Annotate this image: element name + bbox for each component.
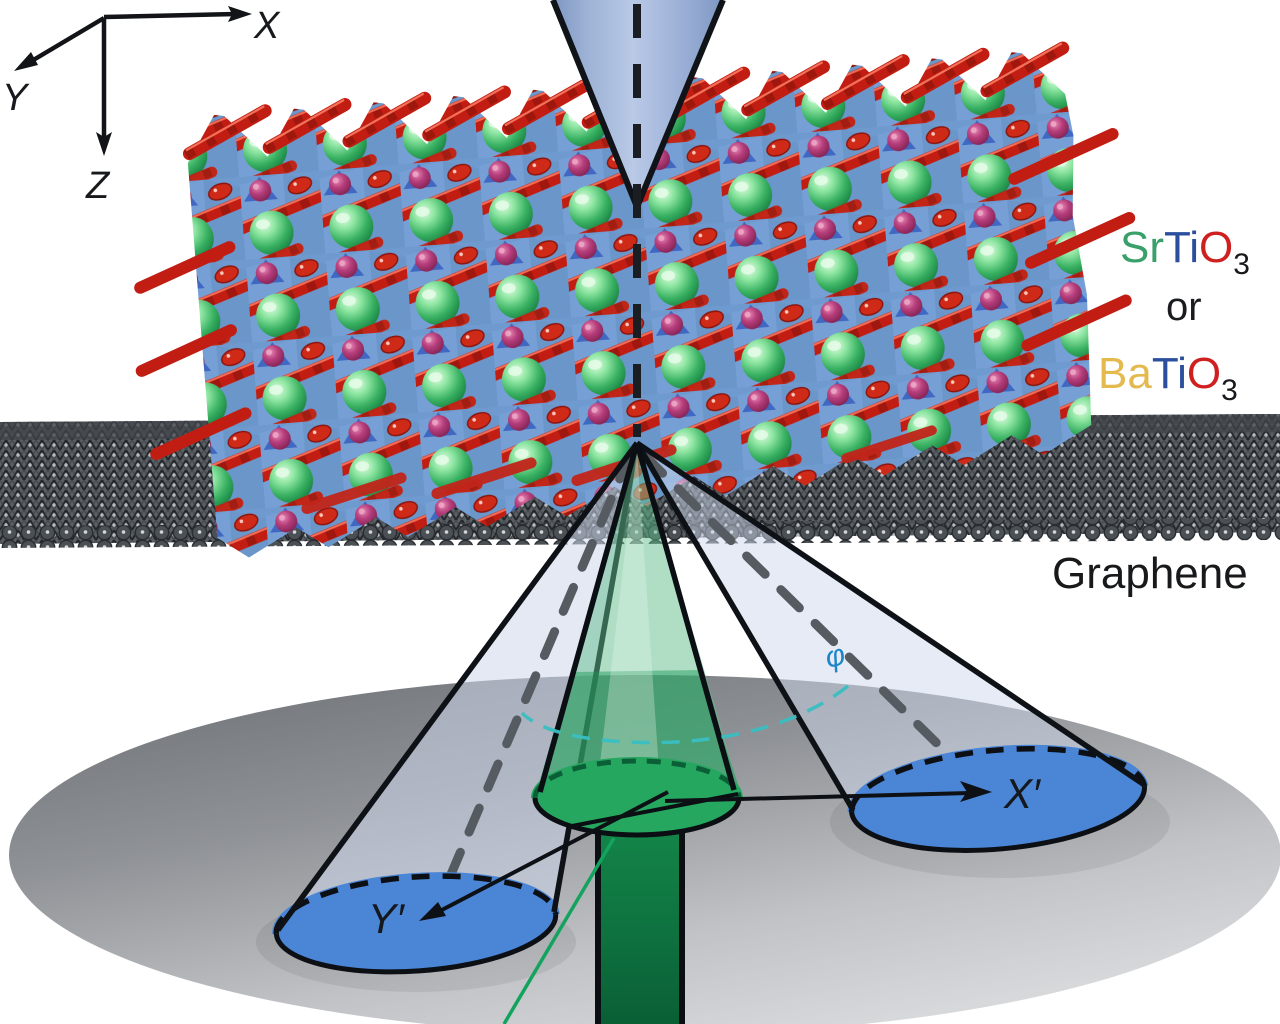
z-axis-label: Z	[85, 165, 111, 207]
coordinate-axes	[14, 6, 252, 156]
o-text: O	[1187, 349, 1221, 398]
edge-oxygen-rods	[134, 128, 1136, 461]
azimuth-arc	[520, 684, 850, 745]
y-axis-label: Y	[2, 77, 30, 119]
o-text: O	[1199, 223, 1233, 272]
x-prime-arrowhead	[960, 781, 992, 802]
x-prime-label: X′	[1003, 770, 1042, 817]
graphene-label: Graphene	[1052, 549, 1248, 598]
subscript-3: 3	[1221, 374, 1238, 407]
ti-text: Ti	[1164, 223, 1199, 272]
left-cone-axis-dashed	[435, 450, 635, 905]
ti-text: Ti	[1152, 349, 1187, 398]
y-axis-arrowhead	[14, 52, 38, 71]
right-cone-axis-dashed	[639, 450, 967, 773]
batio3-label: BaTiO3	[1098, 349, 1238, 407]
x-axis-label: X	[253, 5, 281, 47]
direct-beam-column	[598, 806, 682, 1024]
x-axis-arrowhead	[228, 6, 252, 22]
diffracted-beam-cone-right	[634, 440, 1149, 853]
z-axis-arrowhead	[96, 132, 112, 156]
sr-text: Sr	[1120, 223, 1164, 272]
ba-text: Ba	[1098, 349, 1152, 398]
y-prime-arrowhead	[419, 902, 446, 921]
srtio3-label: SrTiO3	[1120, 223, 1250, 281]
y-prime-label: Y′	[368, 895, 406, 942]
y-prime-arrow	[419, 790, 669, 921]
or-label: or	[1166, 285, 1202, 329]
subscript-3: 3	[1233, 248, 1250, 281]
x-prime-arrow	[664, 781, 992, 803]
scan-line	[502, 837, 616, 1024]
